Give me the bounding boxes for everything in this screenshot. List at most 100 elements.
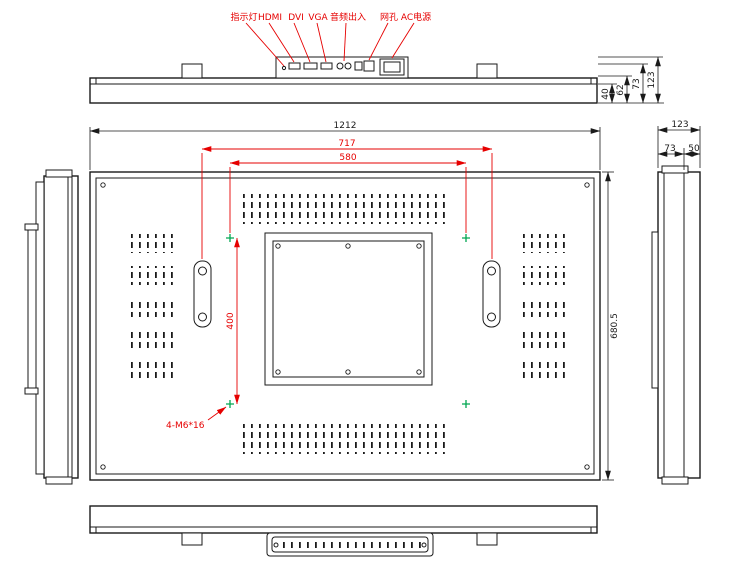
indicator-led — [281, 65, 287, 71]
dim-text-hole-span: 580 — [339, 153, 356, 163]
rear-panel-inner-frame — [95, 177, 595, 475]
vesa-hole — [487, 266, 496, 276]
top-view — [89, 56, 598, 104]
right-side-body — [657, 171, 701, 479]
vent-area-bottom — [243, 424, 448, 454]
port-label-dvi: DVI — [288, 13, 304, 23]
connector-recess — [275, 56, 409, 79]
right-side-bracket — [651, 231, 659, 389]
panel-screw — [416, 243, 422, 249]
vent-group-right — [521, 234, 567, 253]
usb-port — [354, 61, 363, 71]
dim-text-hole-height: 400 — [226, 312, 236, 329]
leader-power — [391, 22, 415, 59]
left-side-foot-bottom — [45, 476, 73, 485]
leader-audio — [343, 22, 347, 62]
dim-text-overall-height: 680.5 — [610, 313, 620, 339]
corner-screw — [584, 182, 590, 188]
vesa-hole — [487, 312, 496, 322]
left-side-view — [24, 169, 79, 485]
dim-text-overall-width: 1212 — [334, 121, 357, 131]
left-side-handle — [27, 228, 37, 390]
dim-text-depth-total: 123 — [671, 120, 688, 130]
dvi-port — [303, 62, 318, 70]
vent-group-left — [127, 362, 173, 381]
audio-jack-2 — [344, 62, 352, 70]
dim-text-depth-rear: 50 — [688, 144, 700, 154]
port-label-lan: 网孔 — [380, 12, 398, 23]
dim-text-bracket-span: 717 — [338, 139, 355, 149]
leader-mount-note — [207, 406, 227, 421]
port-label-power: AC电源 — [401, 11, 431, 23]
green-cross-bottom-left — [226, 400, 234, 408]
vesa-bracket-left — [193, 260, 212, 328]
rear-view-dimensions: 1212 717 580 400 680.5 4-M6*16 — [89, 121, 620, 481]
bottom-view-body — [89, 505, 598, 534]
leader-vga — [316, 22, 327, 63]
corner-screw — [100, 464, 106, 470]
dim-text-123: 123 — [647, 71, 657, 88]
vent-area-top — [243, 194, 448, 224]
left-side-foot-top — [45, 169, 73, 178]
top-view-dimensions: 40 62 73 123 — [598, 56, 664, 104]
vesa-hole — [198, 266, 207, 276]
leader-hdmi — [268, 22, 295, 63]
panel-screw — [345, 369, 351, 375]
top-view-body — [89, 77, 598, 104]
vent-group-right — [521, 362, 567, 381]
hdmi-port — [288, 62, 301, 70]
right-side-view — [651, 165, 701, 485]
side-view-dimensions: 123 73 50 — [657, 120, 701, 170]
vent-group-left — [127, 298, 173, 317]
vent-group-left — [127, 266, 173, 285]
bottom-connector-screw-left — [273, 542, 279, 548]
mount-tab-right — [476, 63, 498, 79]
audio-jack-1 — [336, 62, 344, 70]
vent-group-right — [521, 266, 567, 285]
panel-screw — [275, 369, 281, 375]
leader-dvi — [293, 22, 311, 63]
green-cross-bottom-right — [462, 400, 470, 408]
dim-text-mount-note: 4-M6*16 — [166, 421, 205, 431]
left-side-handle-cap-bottom — [24, 387, 39, 395]
left-side-handle-cap-top — [24, 223, 39, 231]
port-label-audio: 音频出入 — [330, 11, 366, 23]
dim-text-depth-front: 73 — [664, 144, 675, 154]
vesa-hole — [198, 312, 207, 322]
ac-inlet-inner — [383, 61, 401, 73]
corner-screw — [100, 182, 106, 188]
dim-text-40: 40 — [601, 88, 611, 100]
vent-group-right — [521, 330, 567, 349]
rear-view — [89, 171, 601, 481]
vga-port — [320, 62, 333, 70]
panel-screw — [275, 243, 281, 249]
port-label-indicator: 指示灯 — [230, 11, 257, 23]
panel-screw — [416, 369, 422, 375]
mount-tab-left — [181, 63, 203, 79]
bottom-view — [89, 505, 598, 557]
dim-text-73: 73 — [632, 78, 642, 89]
ac-inlet — [379, 58, 405, 76]
vesa-bracket-right — [482, 260, 501, 328]
center-panel-inner — [272, 240, 425, 378]
bottom-connector-inner — [271, 536, 429, 553]
bottom-terminal-strip — [278, 540, 422, 550]
leader-lan — [368, 22, 389, 61]
port-callouts: 指示灯 HDMI DVI VGA 音频出入 网孔 AC电源 — [230, 11, 431, 67]
panel-screw — [345, 243, 351, 249]
center-panel-outer — [264, 232, 433, 386]
port-label-vga: VGA — [308, 13, 328, 23]
bottom-connector-screw-right — [421, 542, 427, 548]
vent-group-left — [127, 234, 173, 253]
green-cross-top-left — [226, 234, 234, 242]
right-side-foot-top — [661, 165, 689, 174]
leader-indicator — [245, 22, 285, 67]
vent-group-right — [521, 298, 567, 317]
dim-text-62: 62 — [616, 84, 626, 95]
corner-screw — [584, 464, 590, 470]
green-cross-top-right — [462, 234, 470, 242]
lan-port — [363, 60, 375, 72]
vent-group-left — [127, 330, 173, 349]
